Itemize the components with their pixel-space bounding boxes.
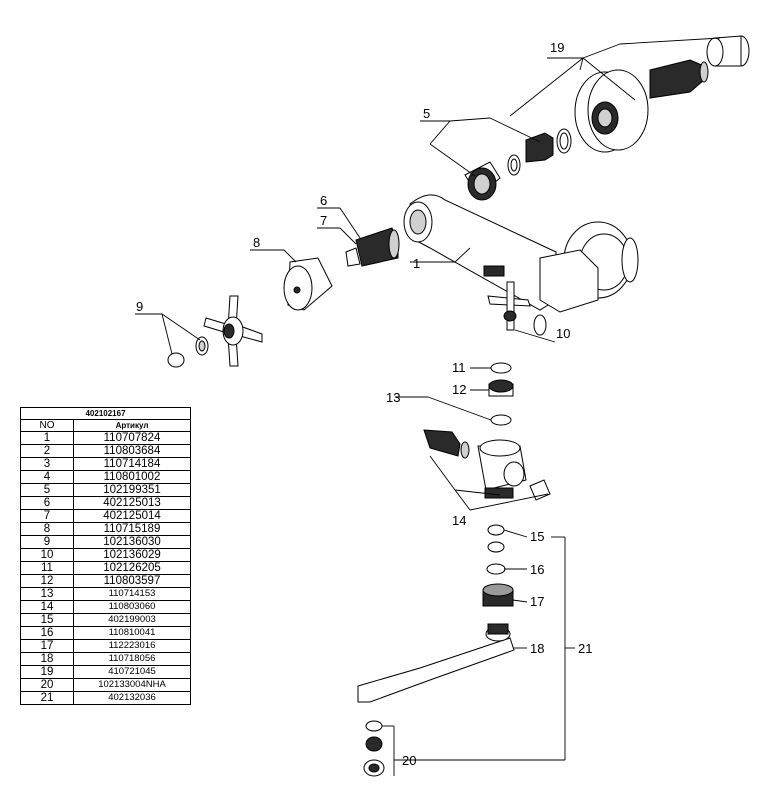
- callout-20: 20: [402, 753, 416, 768]
- row-no: 21: [20, 691, 74, 705]
- row-no: 12: [20, 574, 74, 588]
- row-code: 102126205: [73, 561, 191, 575]
- callout-9: 9: [136, 299, 143, 314]
- callout-16: 15: [530, 529, 544, 544]
- row-code: 110810041: [73, 626, 191, 640]
- callout-8: 8: [253, 235, 260, 250]
- column-header-article: Артикул: [73, 419, 191, 432]
- row-code: 410721045: [73, 665, 191, 679]
- callout-1: 1: [413, 256, 420, 271]
- callout-17: 16: [530, 562, 544, 577]
- callout-15: 14: [452, 513, 466, 528]
- row-no: 8: [20, 522, 74, 536]
- row-code: 402125013: [73, 496, 191, 510]
- table-title: 402102167: [20, 407, 191, 420]
- callout-14: 13: [386, 390, 400, 405]
- callout-7: 7: [320, 213, 327, 228]
- row-no: 13: [20, 587, 74, 601]
- row-no: 18: [20, 652, 74, 666]
- part-15-diverter: [423, 362, 551, 501]
- row-no: 11: [20, 561, 74, 575]
- part-9-cross-handle: [167, 295, 263, 368]
- row-code: 110715189: [73, 522, 191, 536]
- row-code: 402125014: [73, 509, 191, 523]
- part-19-spout: [357, 623, 515, 703]
- row-code: 402199003: [73, 613, 191, 627]
- row-code: 102136030: [73, 535, 191, 549]
- callout-labels: 19 5 6 7 8 1 9 10 11 12 13 14 15 16 17 1…: [136, 40, 592, 768]
- row-no: 16: [20, 626, 74, 640]
- row-code: 110714153: [73, 587, 191, 601]
- leader-lines: [135, 37, 721, 776]
- row-code: 110707824: [73, 431, 191, 445]
- row-code: 102199351: [73, 483, 191, 497]
- row-no: 5: [20, 483, 74, 497]
- row-code: 102136029: [73, 548, 191, 562]
- part-11-assembly: [574, 35, 750, 153]
- callout-21: 21: [578, 641, 592, 656]
- row-no: 1: [20, 431, 74, 445]
- row-no: 7: [20, 509, 74, 523]
- row-code: 402132036: [73, 691, 191, 705]
- row-code: 110803597: [73, 574, 191, 588]
- callout-18: 17: [530, 594, 544, 609]
- row-no: 6: [20, 496, 74, 510]
- row-code: 102133004NHA: [73, 678, 191, 692]
- part-8-cap: [283, 257, 333, 311]
- part-16-18-washers: [482, 524, 514, 607]
- callout-12: 11: [452, 360, 466, 375]
- row-no: 9: [20, 535, 74, 549]
- row-no: 17: [20, 639, 74, 653]
- part-6-cartridge: [345, 227, 400, 267]
- callout-10: 10: [556, 326, 570, 341]
- part-1-mixer-body: [403, 194, 639, 336]
- part-5-assembly: [464, 128, 572, 201]
- row-no: 4: [20, 470, 74, 484]
- callout-11: 19: [550, 40, 564, 55]
- row-no: 19: [20, 665, 74, 679]
- part-20-aerator: [363, 720, 385, 777]
- callout-19: 18: [530, 641, 544, 656]
- row-code: 110714184: [73, 457, 191, 471]
- row-no: 2: [20, 444, 74, 458]
- row-no: 20: [20, 678, 74, 692]
- row-code: 110718056: [73, 652, 191, 666]
- row-no: 3: [20, 457, 74, 471]
- row-no: 15: [20, 613, 74, 627]
- row-code: 110803060: [73, 600, 191, 614]
- row-code: 112223016: [73, 639, 191, 653]
- row-code: 110801002: [73, 470, 191, 484]
- row-code: 110803684: [73, 444, 191, 458]
- callout-5: 5: [423, 106, 430, 121]
- row-no: 14: [20, 600, 74, 614]
- callout-13: 12: [452, 382, 466, 397]
- row-no: 10: [20, 548, 74, 562]
- callout-6: 6: [320, 193, 327, 208]
- column-header-no: NO: [20, 419, 74, 432]
